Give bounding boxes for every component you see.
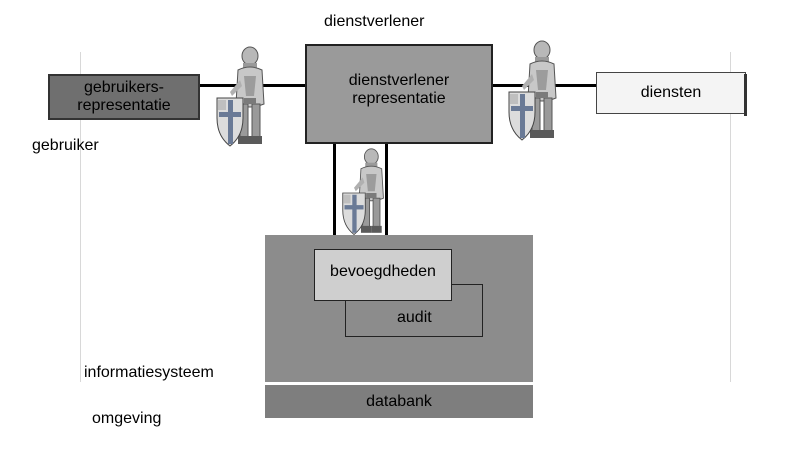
provider-to-authorizations-left-connector <box>333 142 336 250</box>
knight-figure <box>354 148 384 233</box>
authorizations-box: bevoegdheden <box>314 249 452 301</box>
information-system-label: informatiesysteem <box>84 364 214 381</box>
left-boundary-line <box>80 52 81 382</box>
knight-figure <box>230 46 265 144</box>
user-representation-label: gebruikers- representatie <box>77 79 171 114</box>
audit-label: audit <box>397 309 432 326</box>
right-boundary-line <box>730 52 731 382</box>
knight-figure <box>522 40 557 138</box>
knight-with-shield-icon <box>216 46 265 147</box>
provider-to-authorizations-right-connector <box>385 142 388 250</box>
shield-shape <box>508 91 536 141</box>
services-box-shadow <box>744 74 747 116</box>
database-box: databank <box>265 385 533 418</box>
knight-with-shield-icon <box>342 148 384 236</box>
user-representation-box: gebruikers- representatie <box>48 74 200 120</box>
environment-label: omgeving <box>92 410 162 427</box>
shield-shape <box>216 97 244 147</box>
user-label: gebruiker <box>32 137 99 154</box>
services-label: diensten <box>640 84 702 101</box>
knight-with-shield-icon <box>508 40 557 141</box>
services-box: diensten <box>596 72 746 114</box>
system-database-separator <box>265 382 533 385</box>
provider-representation-label: dienstverlener representatie <box>348 72 450 107</box>
provider-title-label: dienstverlener <box>324 13 425 30</box>
database-label: databank <box>366 392 432 410</box>
provider-representation-box: dienstverlener representatie <box>305 44 493 144</box>
authorizations-label: bevoegdheden <box>330 263 436 280</box>
shield-shape <box>342 192 366 236</box>
